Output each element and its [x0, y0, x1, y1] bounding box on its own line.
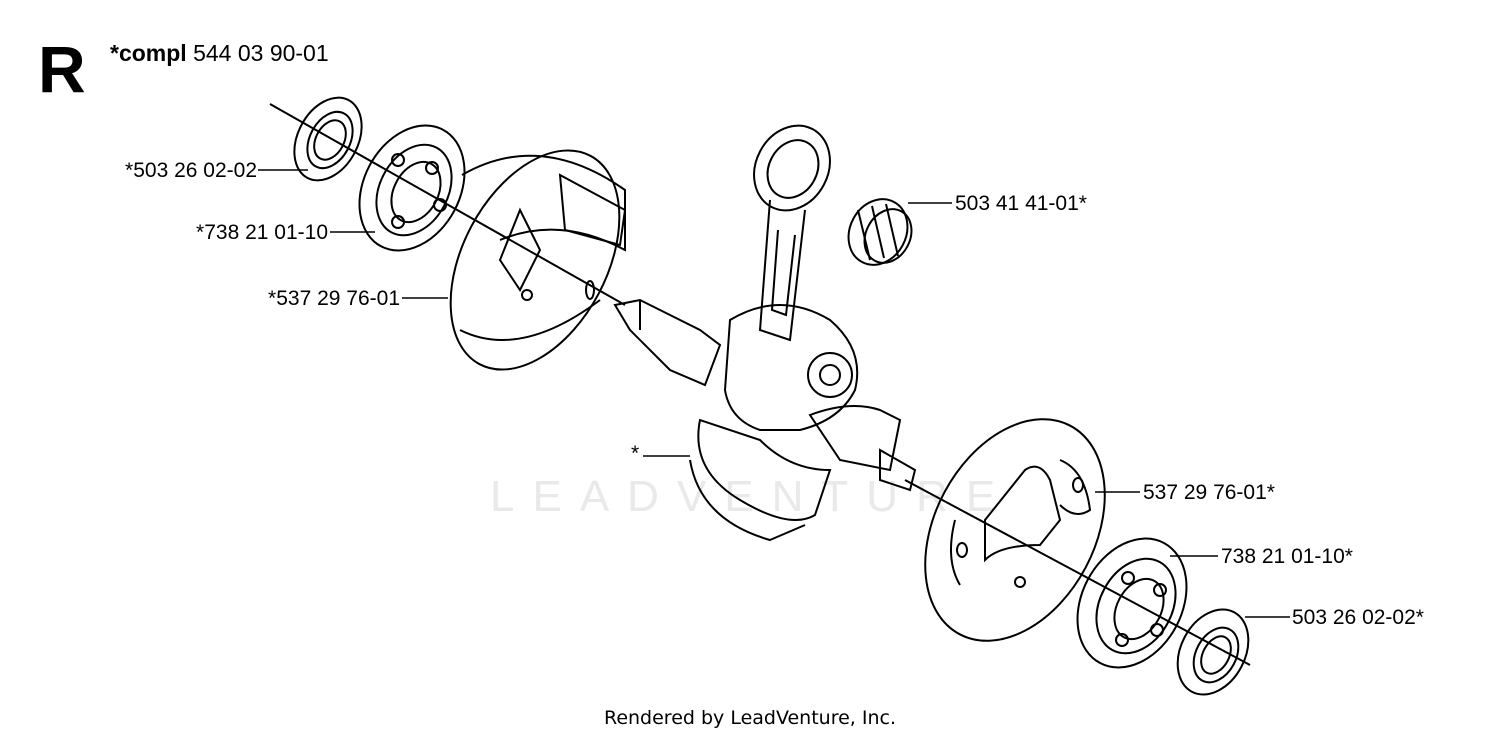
section-letter: R: [38, 32, 86, 106]
kit-label: *compl: [110, 40, 187, 66]
needle-bearing: [847, 198, 913, 266]
connecting-rod: [753, 124, 831, 342]
right-axis-line: [904, 479, 1251, 666]
callout-needle-bearing: 503 41 41-01*: [955, 192, 1087, 215]
left-ball-bearing: [358, 124, 466, 252]
left-crankcase-half: [449, 149, 627, 371]
callout-left-bearing: *738 21 01-10: [196, 221, 328, 244]
callout-left-half: *537 29 76-01: [268, 287, 400, 310]
watermark-text: LEADVENTURE: [490, 472, 1014, 521]
leader-lines: [258, 169, 1290, 618]
callout-left-seal: *503 26 02-02: [125, 159, 257, 182]
callout-right-half: 537 29 76-01*: [1143, 481, 1275, 504]
right-ball-bearing: [1076, 537, 1188, 669]
right-oil-seal: [1176, 608, 1250, 696]
callout-right-seal: 503 26 02-02*: [1292, 606, 1424, 629]
left-axis-line: [269, 103, 626, 306]
callout-right-bearing: 738 21 01-10*: [1221, 545, 1353, 568]
callout-crankshaft: *: [631, 442, 640, 465]
footer-credit: Rendered by LeadVenture, Inc.: [603, 707, 897, 729]
crankshaft: [613, 298, 917, 542]
right-crankcase-half: [924, 418, 1106, 642]
left-oil-seal: [293, 96, 363, 182]
kit-part-line: *compl 544 03 90-01: [110, 42, 329, 65]
kit-part-number: 544 03 90-01: [193, 40, 329, 66]
